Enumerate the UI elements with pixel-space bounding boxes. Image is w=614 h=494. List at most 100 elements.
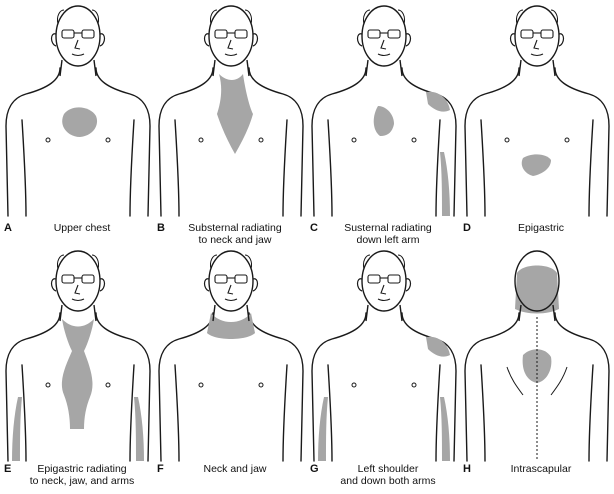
glasses-right-lens <box>235 275 247 283</box>
glasses-right-lens <box>388 275 400 283</box>
panel-a: A Upper chest <box>0 0 153 247</box>
figure-g <box>306 247 459 494</box>
nipple-left <box>259 383 263 387</box>
nose-mouth <box>378 40 390 56</box>
panel-d: D Epigastric <box>459 0 612 247</box>
panel-caption: Susternal radiating down left arm <box>320 222 456 246</box>
head-outline <box>209 6 253 66</box>
neck-outline <box>213 60 249 76</box>
pain-region-substernal-neck-jaw <box>217 74 253 154</box>
panel-caption: Epigastric <box>473 222 609 234</box>
neck-outline <box>60 305 96 321</box>
panel-letter: E <box>4 463 11 475</box>
figure-body <box>6 6 150 216</box>
nose-mouth <box>225 285 237 301</box>
head-outline <box>362 6 406 66</box>
hair <box>57 255 98 269</box>
hair <box>57 10 98 24</box>
glasses-left-lens <box>215 30 227 38</box>
head-outline <box>515 6 559 66</box>
nipple-right <box>505 138 509 142</box>
pain-region-upper-chest <box>62 107 97 137</box>
nipple-left <box>565 138 569 142</box>
ears <box>205 34 258 46</box>
neck-outline <box>213 305 249 321</box>
hair <box>363 255 404 269</box>
panel-caption: Intrascapular <box>473 463 609 475</box>
nipple-right <box>352 383 356 387</box>
nipple-right <box>199 138 203 142</box>
panel-h: H Intrascapular <box>459 247 612 494</box>
neck-outline <box>366 305 402 321</box>
panel-letter: G <box>310 463 319 475</box>
nipple-left <box>259 138 263 142</box>
torso-outline <box>465 68 609 216</box>
glasses-left-lens <box>521 30 533 38</box>
hair <box>210 10 251 24</box>
glasses-left-lens <box>62 30 74 38</box>
pain-region-left-shoulder <box>426 337 450 357</box>
hair <box>363 10 404 24</box>
panel-caption: Left shoulder and down both arms <box>320 463 456 487</box>
panel-letter: D <box>463 222 471 234</box>
nipple-left <box>412 383 416 387</box>
figure-body <box>312 251 456 461</box>
glasses-right-lens <box>388 30 400 38</box>
ears <box>358 279 411 291</box>
glasses-left-lens <box>368 30 380 38</box>
panel-caption: Substernal radiating to neck and jaw <box>167 222 303 246</box>
panel-caption: Epigastric radiating to neck, jaw, and a… <box>14 463 150 487</box>
ears <box>52 279 105 291</box>
nipple-right <box>46 138 50 142</box>
figure-e <box>0 247 153 494</box>
figure-d <box>459 0 612 247</box>
ears <box>205 279 258 291</box>
hair <box>516 10 557 24</box>
head-outline <box>56 6 100 66</box>
pain-region-substernal-small <box>374 106 394 136</box>
nose-mouth <box>378 285 390 301</box>
panel-letter: C <box>310 222 318 234</box>
nipple-left <box>106 138 110 142</box>
glasses-left-lens <box>62 275 74 283</box>
glasses-right-lens <box>235 30 247 38</box>
nose-mouth <box>72 285 84 301</box>
pain-region-head-back <box>515 266 559 314</box>
head-outline <box>56 251 100 311</box>
nipple-left <box>412 138 416 142</box>
panel-caption: Upper chest <box>14 222 150 234</box>
glasses-right-lens <box>82 275 94 283</box>
figure-body <box>465 251 609 461</box>
figure-body <box>159 251 303 461</box>
torso-outline <box>312 68 456 216</box>
neck-outline <box>60 60 96 76</box>
hair <box>210 255 251 269</box>
panel-g: G Left shoulder and down both arms <box>306 247 459 494</box>
torso-outline <box>312 313 456 461</box>
figure-f <box>153 247 306 494</box>
glasses-left-lens <box>215 275 227 283</box>
head-outline <box>209 251 253 311</box>
figure-h <box>459 247 612 494</box>
nipple-left <box>106 383 110 387</box>
neck-outline <box>519 60 555 76</box>
pain-region-epigastric <box>522 154 551 176</box>
nipple-right <box>352 138 356 142</box>
panel-letter: A <box>4 222 12 234</box>
nose-mouth <box>225 40 237 56</box>
ears <box>52 34 105 46</box>
figure-c <box>306 0 459 247</box>
nose-mouth <box>531 40 543 56</box>
figure-b <box>153 0 306 247</box>
figure-body <box>312 6 456 216</box>
ears <box>511 34 564 46</box>
pain-region-both-arms <box>318 397 450 461</box>
panel-e: E Epigastric radiating to neck, jaw, and… <box>0 247 153 494</box>
panel-letter: H <box>463 463 471 475</box>
nipple-right <box>199 383 203 387</box>
pain-region-left-shoulder <box>426 92 450 112</box>
nose-mouth <box>72 40 84 56</box>
glasses-right-lens <box>541 30 553 38</box>
figure-body <box>6 251 150 461</box>
